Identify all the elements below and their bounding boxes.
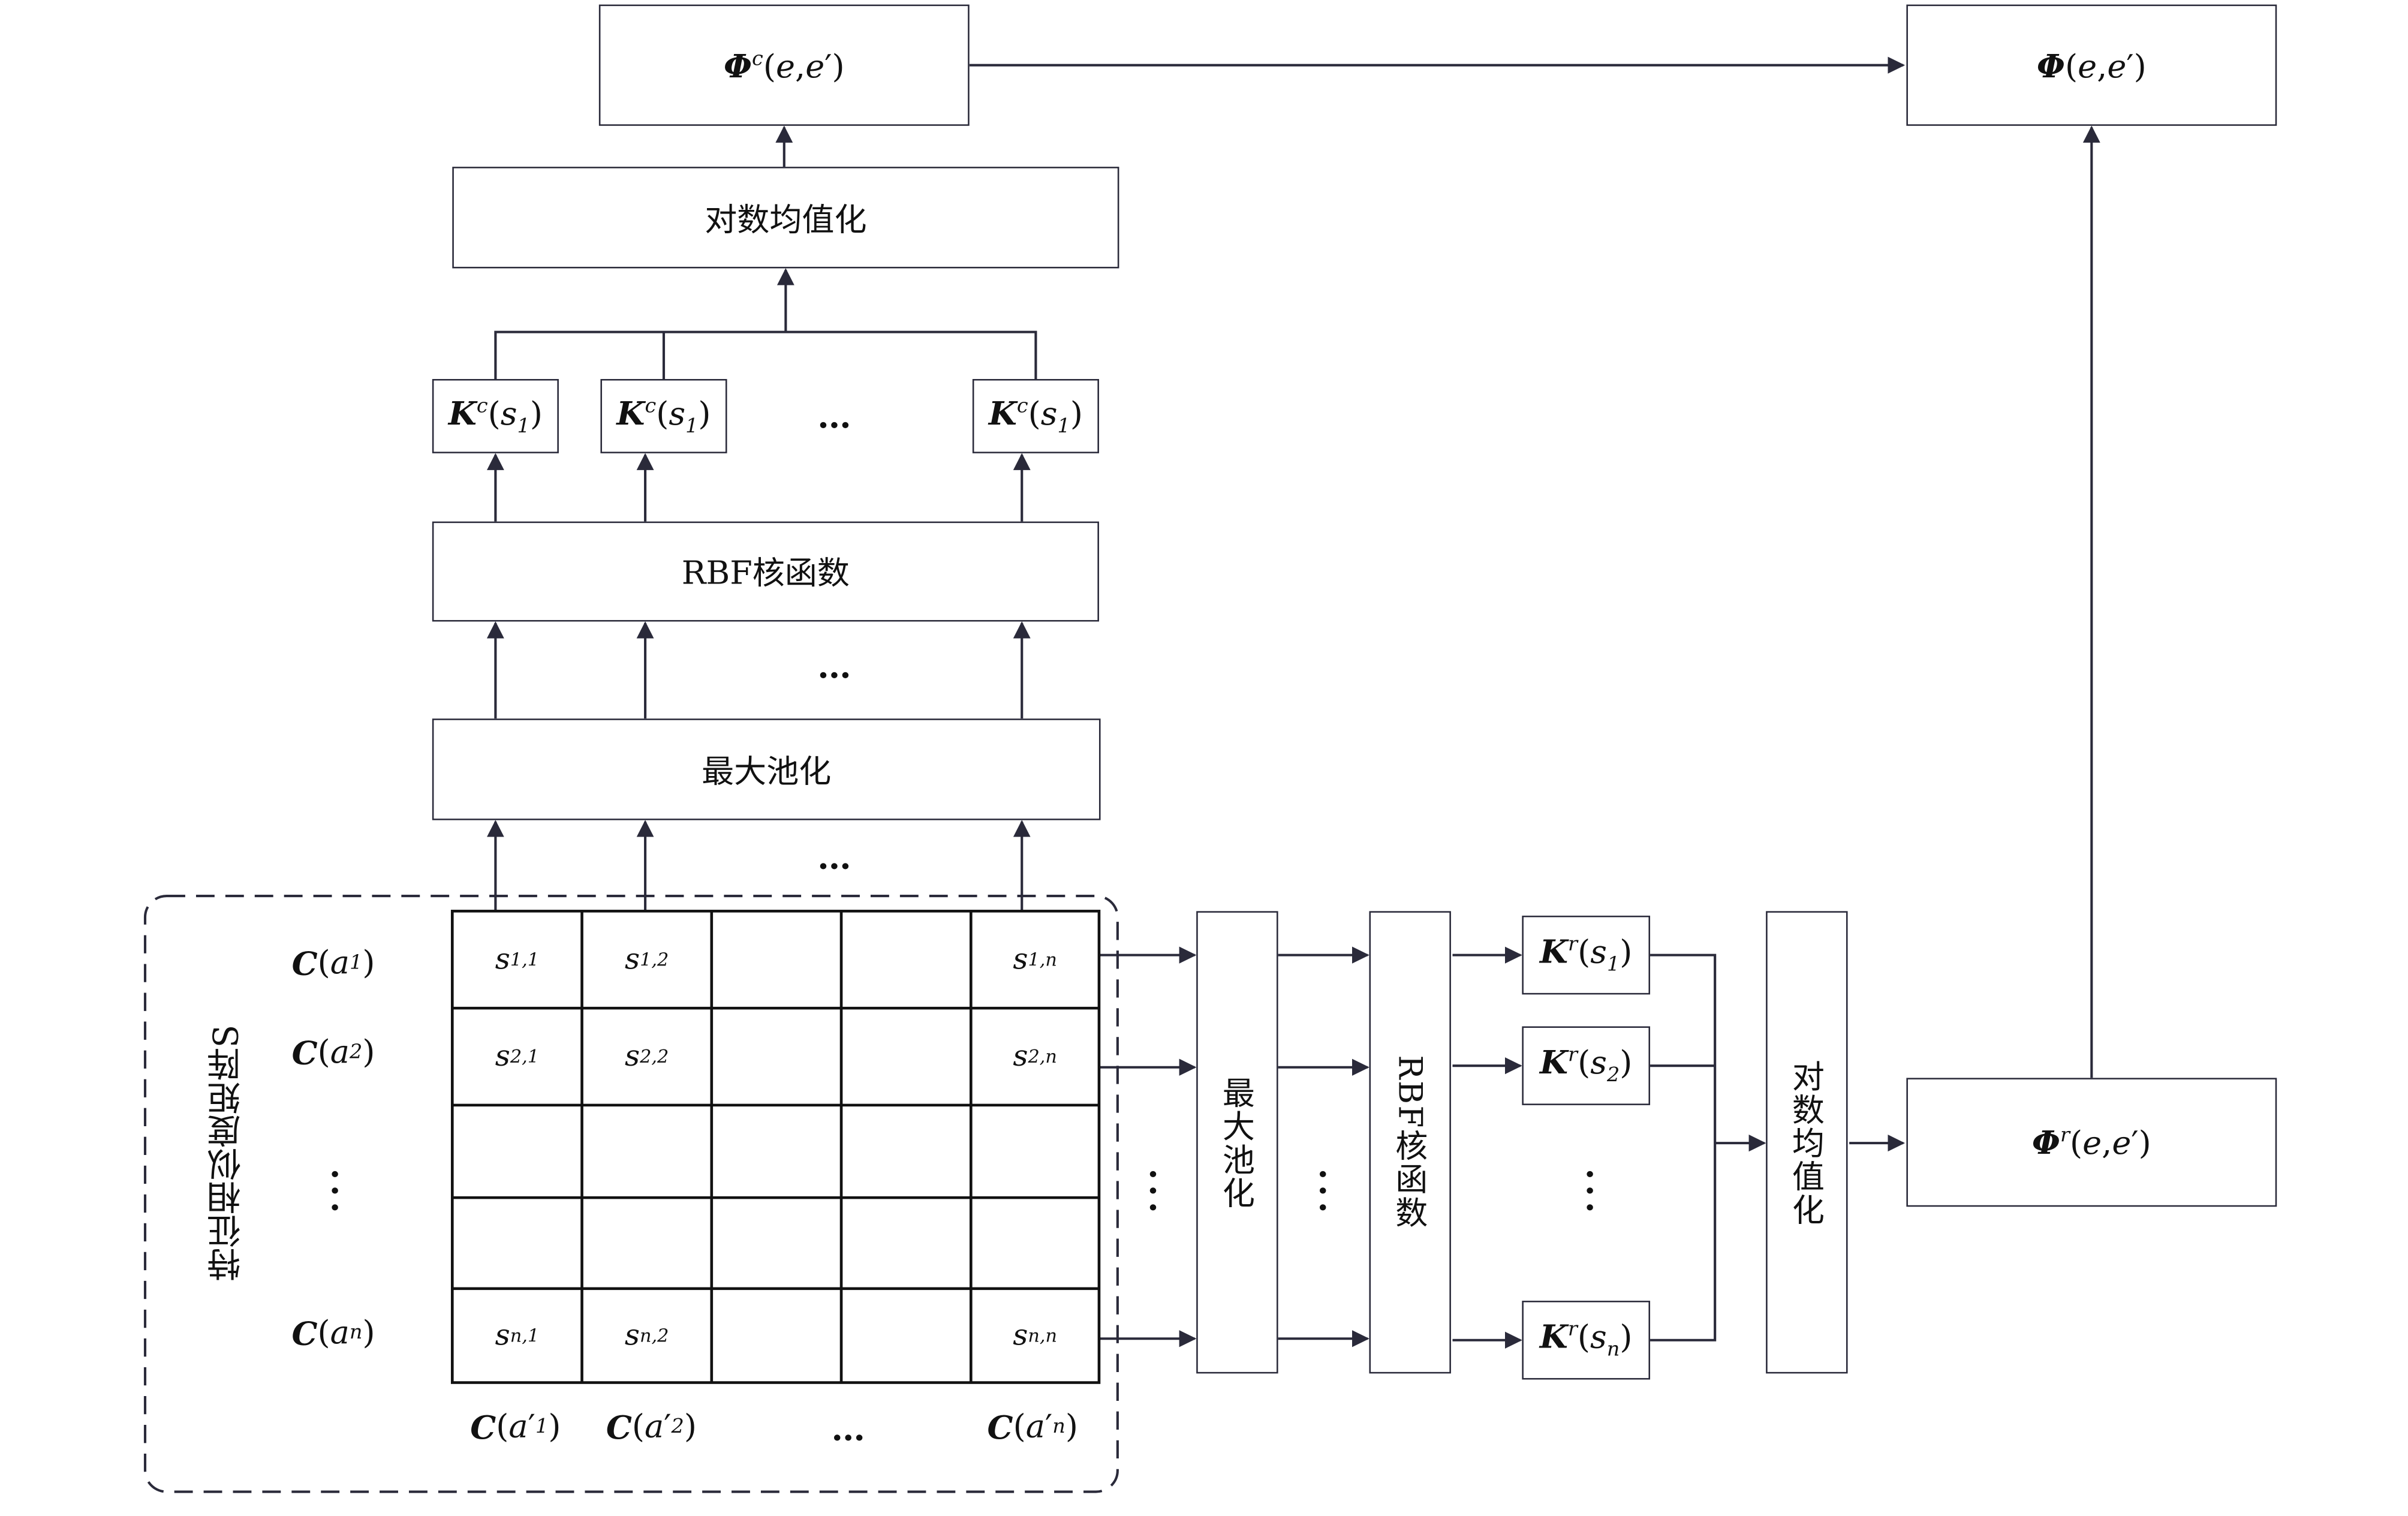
phi-r-label: Φr(e,e′) [2031,1123,2151,1162]
column-kernel-1-label: Kc(s1) [448,394,543,438]
column-kernel-2-label: Kc(s1) [616,394,711,438]
column-kernel-1: Kc(s1) [432,379,559,453]
phi-c-label: Φc(e,e′) [723,46,845,85]
column-pool-box: 最大池化 [432,718,1101,820]
row-pool-label: 最大池化 [1218,1075,1256,1210]
matrix-title: 特征相似度矩阵S [208,1024,247,1282]
row-label-ellipsis: ··· [329,1155,341,1228]
row-kernel-merge [1650,953,1717,1341]
column-kernel-2: Kc(s1) [600,379,727,453]
row-rbf-box: RBF核函数 [1369,911,1451,1374]
column-pool-label: 最大池化 [702,753,832,789]
phi-label: Φ(e,e′) [2036,46,2147,85]
row-pool-ellipsis: ··· [1147,1155,1159,1228]
row-pool-box: 最大池化 [1196,911,1278,1374]
column-kernel-ellipsis: … [817,397,853,437]
row-kernel-1: Kr(s1) [1522,915,1651,995]
row-kernel-2-label: Kr(s2) [1540,1043,1633,1088]
row-rbf-ellipsis: ··· [1317,1155,1329,1228]
row-kernel-n-label: Kr(sn) [1539,1318,1633,1362]
column-pool-ellipsis: … [817,838,853,878]
column-logmean-label: 对数均值化 [705,200,867,237]
row-kernel-ellipsis: ··· [1584,1155,1596,1228]
column-kernel-n: Kc(s1) [972,379,1099,453]
row-output-phi-r: Φr(e,e′) [1906,1078,2277,1207]
matrix-enclosure [143,895,1119,1493]
col-label-ellipsis: … [831,1410,867,1449]
column-rbf-ellipsis: … [817,647,853,687]
column-kernel-n-label: Kc(s1) [988,394,1083,438]
row-logmean-label: 对数均值化 [1788,1058,1826,1226]
column-rbf-label: RBF核函数 [681,555,850,591]
row-kernel-n: Kr(sn) [1522,1301,1651,1380]
row-logmean-box: 对数均值化 [1766,911,1848,1374]
final-output-phi: Φ(e,e′) [1906,4,2277,126]
row-rbf-label: RBF核函数 [1391,1055,1429,1229]
row-kernel-2: Kr(s2) [1522,1026,1651,1105]
column-logmean-box: 对数均值化 [452,167,1119,269]
col-label-n: C(a′n) [987,1407,1078,1446]
column-output-phi-c: Φc(e,e′) [598,4,970,126]
col-kernel-merge [494,330,1037,380]
matrix-grid [450,910,1101,1384]
col-label-2: C(a′2) [606,1407,697,1446]
col-label-1: C(a′1) [470,1407,561,1446]
column-rbf-box: RBF核函数 [432,521,1099,622]
row-kernel-1-label: Kr(s1) [1540,933,1633,977]
